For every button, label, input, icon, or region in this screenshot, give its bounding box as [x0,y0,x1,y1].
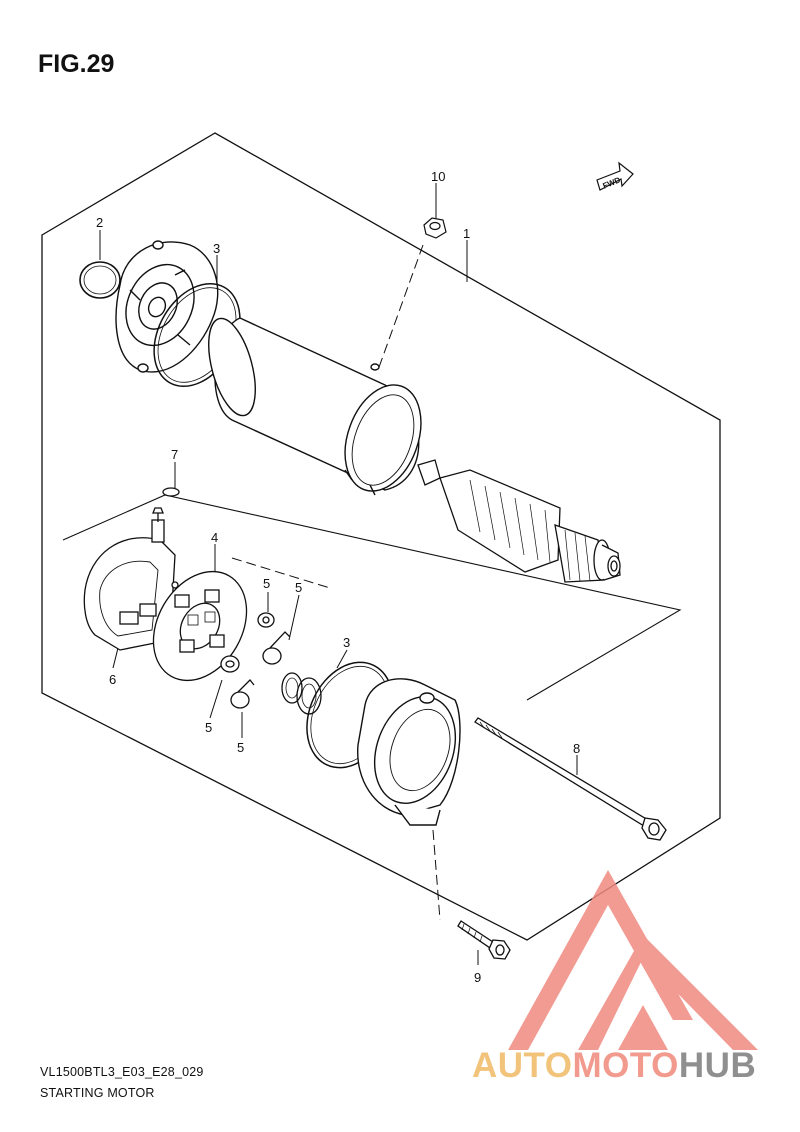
automotohub-logo-icon [508,870,758,1050]
armature [417,459,621,583]
callout-8: 8 [573,741,580,756]
callout-1: 1 [463,226,470,241]
callout-10: 10 [431,169,445,184]
model-code: VL1500BTL3_E03_E28_029 [40,1065,204,1079]
callout-5-c: 5 [205,720,212,735]
callout-5-a: 5 [263,576,270,591]
callout-labels: 10 1 2 3 7 4 5 5 3 6 5 5 8 9 [96,169,580,985]
watermark-hub: HUB [678,1046,757,1085]
leader-lines [99,183,578,965]
part-10-nut [423,217,447,239]
rear-housing-cover [357,678,461,826]
part-2-o-ring [79,261,121,299]
part-5-insulators [220,612,291,709]
part-8-through-bolt [474,717,667,841]
callout-7: 7 [171,447,178,462]
watermark-auto: AUTO [472,1046,573,1085]
assembly-outline [41,132,721,941]
washers [281,672,322,715]
part-7-clip [162,487,180,497]
front-housing-cover [115,240,219,373]
callout-5-d: 5 [237,740,244,755]
assembly-inner-line [62,494,682,701]
callout-3-lower: 3 [343,635,350,650]
part-9-bolt [457,920,511,960]
automotohub-watermark-text: AUTOMOTOHUB [472,1048,756,1083]
callout-6: 6 [109,672,116,687]
callout-9: 9 [474,970,481,985]
part-1-motor-yoke [208,317,422,496]
callout-3-upper: 3 [213,241,220,256]
fwd-arrow-icon: FWD [596,161,634,191]
figure-title: FIG.29 [38,50,115,78]
part-name: STARTING MOTOR [40,1086,155,1100]
callout-2: 2 [96,215,103,230]
part-6-brush-housing [83,507,176,651]
watermark-moto: MOTO [572,1046,679,1085]
callout-4: 4 [211,530,218,545]
callout-5-b: 5 [295,580,302,595]
